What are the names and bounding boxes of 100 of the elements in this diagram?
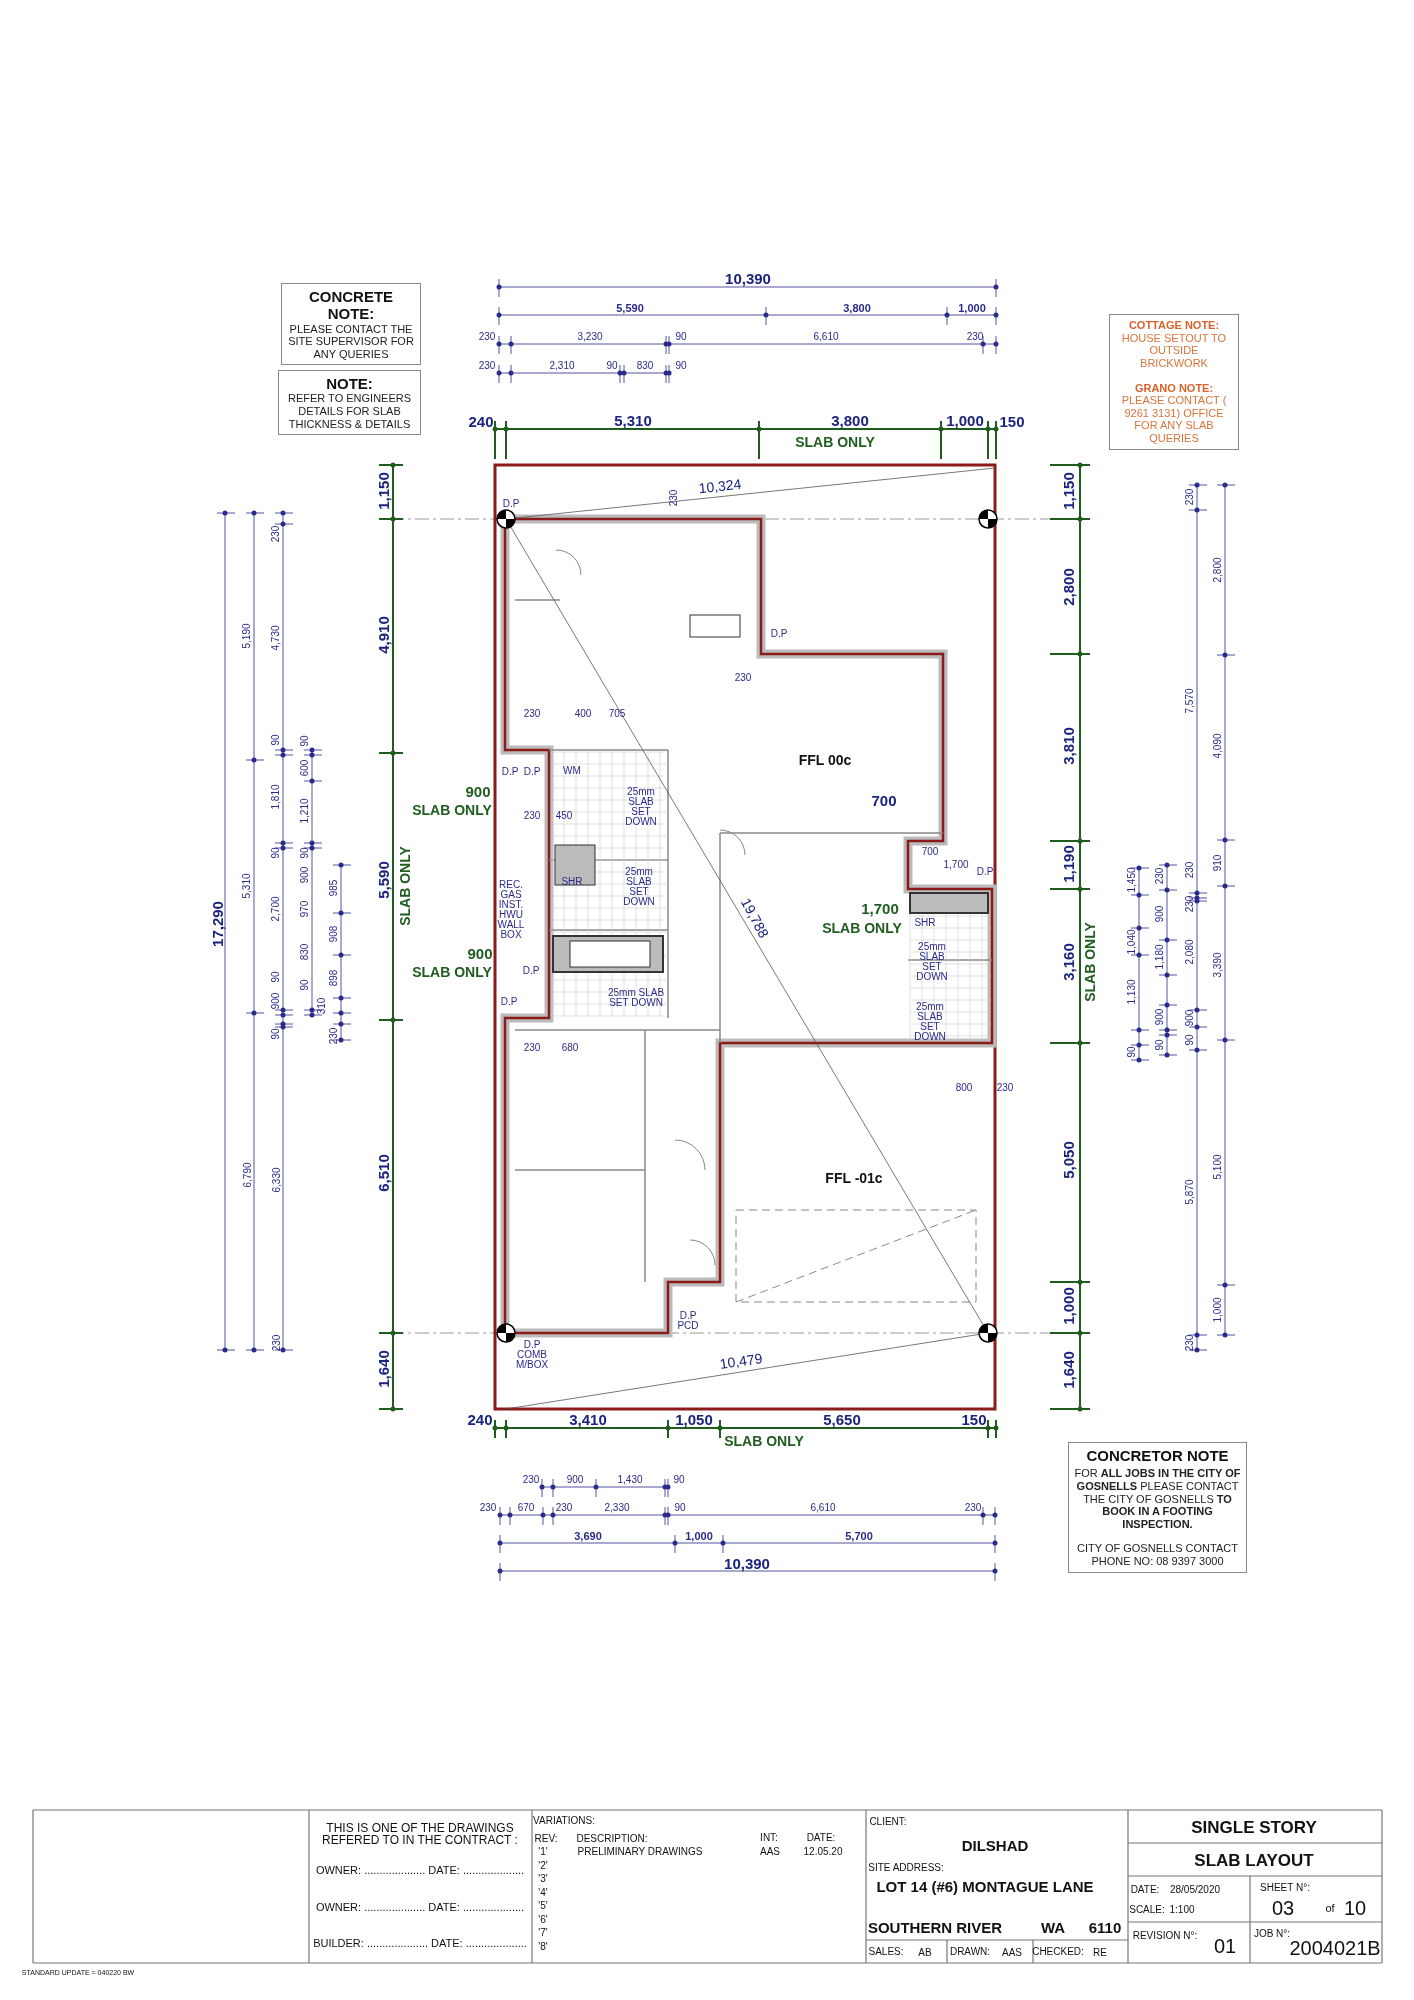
title-block-value: SOUTHERN RIVER	[867, 1919, 1003, 1935]
drawing-title: SINGLE STORY	[1191, 1818, 1317, 1836]
dimension-text: 5,590	[375, 861, 391, 899]
title-block-text: RE	[1093, 1948, 1107, 1958]
dimension-text: 90	[300, 847, 310, 859]
title-block-text: 1:100	[1169, 1905, 1195, 1915]
dimension-text: 230	[478, 361, 496, 371]
title-block-text: of	[1325, 1902, 1335, 1914]
dimension-text: 1,640	[1060, 1351, 1076, 1389]
dimension-text: 2,310	[549, 361, 575, 371]
title-block-text: VARIATIONS:	[533, 1816, 595, 1826]
dimension-text: 1,150	[375, 472, 391, 510]
title-block-text: SITE ADDRESS:	[868, 1863, 944, 1873]
fixture-label: 230	[523, 1043, 541, 1053]
dimension-text: 900	[1155, 1008, 1165, 1026]
title-block-text: SHEET N°:	[1260, 1883, 1310, 1893]
dimension-text: 1,180	[1155, 944, 1165, 970]
note-box	[1109, 314, 1239, 450]
dimension-text: 1,050	[675, 1411, 713, 1427]
dimension-text: 1,150	[1060, 472, 1076, 510]
title-block-text: '7'	[538, 1928, 548, 1938]
title-block-text: DRAWN:	[949, 1947, 991, 1957]
title-block-text: 12.05.20	[803, 1847, 843, 1857]
dimension-text: 230	[555, 1503, 573, 1513]
note-heading: GRANO NOTE:	[1133, 381, 1215, 395]
dimension-text: 90	[1185, 1034, 1195, 1046]
dimension-text: 6,610	[810, 1503, 836, 1513]
dimension-text: 830	[300, 943, 310, 961]
dimension-text: 90	[606, 361, 618, 371]
title-block-text: DATE:	[806, 1833, 836, 1843]
fixture-label: 700	[921, 847, 939, 857]
fixture-note: 25mm SLAB SET DOWN	[606, 988, 666, 1008]
dimension-text: 150	[961, 1411, 987, 1427]
title-block-text: '8'	[538, 1942, 548, 1952]
title-block-text: REV:	[534, 1834, 558, 1844]
dimension-text: 230	[272, 1334, 282, 1352]
dimension-text: 7,570	[1185, 688, 1195, 714]
dimension-text: 900	[1155, 905, 1165, 923]
dimension-text: 5,650	[823, 1411, 861, 1427]
dimension-text: 5,700	[845, 1530, 873, 1542]
dimension-text: 2,330	[604, 1503, 630, 1513]
dimension-text: 1,000	[685, 1530, 713, 1542]
contract-note: THIS IS ONE OF THE DRAWINGS REFERED TO IN THE CONTRACT :	[321, 1822, 519, 1846]
dimension-text: 970	[300, 900, 310, 918]
dimension-text: 230	[964, 1503, 982, 1513]
dimension-text: 2,080	[1185, 939, 1195, 965]
note-box	[278, 370, 421, 436]
dimension-text: 5,870	[1185, 1179, 1195, 1205]
note-text: REFER TO ENGINEERS DETAILS FOR SLAB THICKNESS & DETAILS	[286, 392, 413, 431]
dimension-text: 240	[468, 413, 494, 429]
title-block-text: AB	[918, 1948, 932, 1958]
drawing-title: SLAB LAYOUT	[1194, 1851, 1314, 1869]
dimension-text: 90	[675, 361, 687, 371]
diagonal-dimension-text: 10,324	[697, 476, 743, 496]
dimension-text: 900	[566, 1475, 584, 1485]
note-heading: NOTE:	[325, 375, 374, 393]
dimension-text: 3,800	[843, 302, 871, 314]
fixture-label: D.P	[500, 997, 518, 1007]
note-text: CITY OF GOSNELLS CONTACT PHONE NO: 08 9397 3000	[1076, 1542, 1239, 1568]
note-heading: CONCRETOR NOTE	[1085, 1447, 1230, 1465]
slab-only-label: SLAB ONLY	[398, 846, 412, 926]
dimension-text: 3,160	[1060, 943, 1076, 981]
dimension-text: 1,000	[946, 412, 984, 428]
title-block-text: SALES:	[868, 1947, 904, 1957]
slab-only-label: SLAB ONLY	[822, 921, 902, 935]
title-block-number: 01	[1213, 1936, 1237, 1956]
diagonal-dimension-text: 10,479	[718, 1351, 764, 1371]
dimension-text: 90	[1127, 1046, 1137, 1058]
title-block-number: 10	[1343, 1898, 1367, 1918]
dimension-text: 6,610	[813, 332, 839, 342]
note-heading: COTTAGE NOTE:	[1127, 319, 1221, 332]
fixture-label: 230	[523, 811, 541, 821]
dimension-text: 3,410	[569, 1411, 607, 1427]
dimension-text: 3,810	[1060, 727, 1076, 765]
dimension-text: 230	[1185, 861, 1195, 879]
title-block-text: '6'	[538, 1915, 548, 1925]
dimension-text: 6,330	[272, 1167, 282, 1193]
dimension-text: 1,810	[271, 784, 281, 810]
dimension-text: 1,000	[958, 302, 986, 314]
dimension-text: 10,390	[725, 270, 771, 286]
dimension-text: 910	[1213, 854, 1223, 872]
note-text: HOUSE SETOUT TO OUTSIDE BRICKWORK	[1120, 331, 1228, 370]
dimension-text: 1,430	[617, 1475, 643, 1485]
title-block-text: '1'	[538, 1847, 548, 1857]
dimension-text: 1,640	[375, 1350, 391, 1388]
fixture-label: D.P	[523, 767, 541, 777]
fixture-note: 25mm SLAB SET DOWN	[913, 1002, 947, 1042]
fixture-label: D.P	[502, 499, 520, 509]
fixture-note: 25mm SLAB SET DOWN	[622, 867, 656, 907]
dimension-text: 3,390	[1213, 952, 1223, 978]
note-text: PLEASE CONTACT ( 9261 3131) OFFICE FOR ANY SLAB QUERIES	[1120, 394, 1228, 445]
dimension-text: 6,510	[375, 1154, 391, 1192]
dimension-text: 90	[1155, 1039, 1165, 1051]
title-block-text: CLIENT:	[869, 1817, 907, 1827]
floor-level-label: FFL 00c	[798, 753, 852, 767]
dimension-text: 5,050	[1060, 1141, 1076, 1179]
title-block-number: 2004021B	[1289, 1938, 1381, 1958]
title-block-text: PRELIMINARY DRAWINGS	[577, 1847, 703, 1857]
dimension-text: 4,090	[1213, 733, 1223, 759]
fixture-label: 800	[955, 1083, 973, 1093]
